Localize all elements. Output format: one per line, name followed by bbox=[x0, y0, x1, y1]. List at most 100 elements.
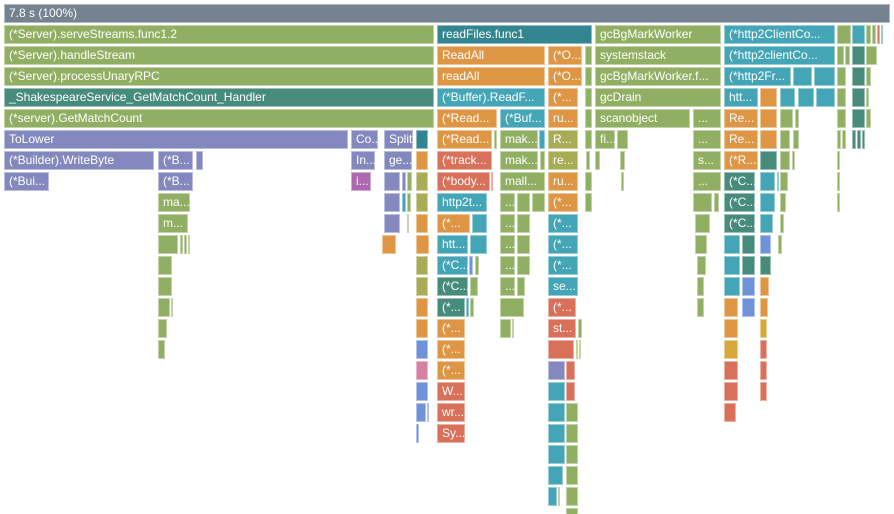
flame-frame[interactable]: (*Server).serveStreams.func1.2 bbox=[4, 25, 434, 44]
flame-frame[interactable] bbox=[742, 277, 755, 296]
flame-frame[interactable]: (*... bbox=[437, 340, 465, 359]
flame-frame[interactable]: (*Server).handleStream bbox=[4, 46, 434, 65]
flame-frame[interactable] bbox=[416, 130, 428, 149]
flame-frame[interactable] bbox=[760, 172, 775, 191]
flame-frame[interactable] bbox=[837, 25, 851, 44]
flame-frame[interactable] bbox=[407, 214, 409, 233]
flame-frame[interactable]: wr... bbox=[437, 403, 465, 422]
flame-frame[interactable] bbox=[548, 340, 574, 359]
flame-frame[interactable] bbox=[693, 193, 712, 212]
flame-frame[interactable] bbox=[697, 277, 704, 296]
flame-frame[interactable] bbox=[842, 130, 846, 149]
flame-frame[interactable]: (*Read... bbox=[437, 109, 497, 128]
flame-frame[interactable]: ru... bbox=[548, 109, 578, 128]
flame-frame[interactable] bbox=[416, 172, 428, 191]
flame-frame[interactable]: (*C... bbox=[724, 193, 755, 212]
flame-frame[interactable] bbox=[585, 67, 592, 86]
flame-frame[interactable]: Re... bbox=[724, 109, 758, 128]
flame-frame[interactable]: fi... bbox=[595, 130, 615, 149]
flame-frame[interactable] bbox=[857, 130, 861, 149]
flame-frame[interactable] bbox=[517, 256, 530, 275]
flame-frame[interactable] bbox=[837, 172, 840, 191]
flame-frame[interactable]: ma... bbox=[158, 193, 190, 212]
flame-frame[interactable]: R... bbox=[548, 130, 578, 149]
flame-frame[interactable]: htt... bbox=[437, 235, 468, 254]
flame-frame[interactable] bbox=[778, 235, 782, 254]
flame-frame[interactable] bbox=[416, 319, 428, 338]
flame-frame[interactable]: s... bbox=[693, 151, 721, 170]
flame-frame[interactable]: ReadAll bbox=[437, 46, 545, 65]
flame-frame[interactable] bbox=[742, 298, 755, 317]
flame-frame[interactable] bbox=[742, 235, 755, 254]
flame-frame[interactable] bbox=[780, 214, 784, 233]
flame-frame[interactable] bbox=[837, 193, 840, 212]
flame-frame[interactable] bbox=[793, 130, 799, 149]
flame-frame[interactable] bbox=[814, 67, 835, 86]
flame-frame[interactable] bbox=[760, 361, 767, 380]
flame-frame[interactable] bbox=[760, 340, 767, 359]
flame-frame[interactable] bbox=[837, 151, 840, 170]
flame-frame[interactable] bbox=[777, 172, 779, 191]
flame-frame[interactable] bbox=[180, 235, 183, 254]
flame-frame[interactable] bbox=[576, 340, 578, 359]
flame-frame[interactable]: ru... bbox=[548, 172, 578, 191]
flame-frame[interactable]: mall... bbox=[500, 172, 545, 191]
flame-frame[interactable]: (*... bbox=[437, 214, 470, 233]
flame-frame[interactable] bbox=[724, 403, 736, 422]
flame-frame[interactable] bbox=[760, 151, 777, 170]
flame-frame[interactable] bbox=[566, 487, 578, 506]
flame-frame[interactable]: http2t... bbox=[437, 193, 487, 212]
flame-frame[interactable]: (*track... bbox=[437, 151, 492, 170]
flame-frame[interactable] bbox=[837, 130, 841, 149]
flame-frame[interactable] bbox=[470, 235, 487, 254]
flame-frame[interactable]: (*... bbox=[437, 298, 465, 317]
flame-frame[interactable] bbox=[158, 340, 165, 359]
flame-frame[interactable] bbox=[566, 382, 575, 401]
flame-frame[interactable] bbox=[491, 172, 493, 191]
flame-frame[interactable] bbox=[877, 25, 880, 44]
flame-frame[interactable] bbox=[402, 172, 406, 191]
flame-frame[interactable] bbox=[416, 277, 428, 296]
flame-frame[interactable]: Sy... bbox=[437, 424, 465, 443]
flame-frame[interactable] bbox=[780, 130, 790, 149]
flame-frame[interactable]: ToLower bbox=[4, 130, 348, 149]
flame-frame[interactable] bbox=[158, 256, 172, 275]
flame-frame[interactable]: ... bbox=[693, 130, 721, 149]
flame-frame[interactable]: i... bbox=[351, 172, 371, 191]
flame-frame[interactable] bbox=[171, 298, 173, 317]
flame-frame[interactable] bbox=[517, 193, 530, 212]
flame-frame[interactable] bbox=[866, 67, 871, 86]
flame-frame[interactable]: ... bbox=[500, 193, 515, 212]
flame-frame[interactable] bbox=[866, 25, 871, 44]
flame-frame[interactable]: ge... bbox=[384, 151, 412, 170]
flame-frame[interactable]: ... bbox=[693, 172, 721, 191]
flame-frame[interactable]: re... bbox=[548, 151, 578, 170]
flame-frame[interactable] bbox=[416, 298, 428, 317]
flame-frame[interactable]: In... bbox=[351, 151, 375, 170]
flame-frame[interactable]: (*Read... bbox=[437, 130, 492, 149]
flame-frame[interactable]: gcBgMarkWorker bbox=[595, 25, 721, 44]
flame-root-frame[interactable]: 7.8 s (100%) bbox=[4, 4, 890, 23]
flame-frame[interactable]: (*... bbox=[548, 88, 578, 107]
flame-frame[interactable] bbox=[872, 25, 876, 44]
flame-frame[interactable] bbox=[793, 67, 812, 86]
flame-frame[interactable] bbox=[188, 235, 190, 254]
flame-frame[interactable] bbox=[416, 151, 428, 170]
flame-frame[interactable] bbox=[585, 172, 592, 191]
flame-frame[interactable] bbox=[470, 277, 478, 296]
flame-frame[interactable] bbox=[517, 277, 525, 296]
flame-frame[interactable] bbox=[866, 109, 871, 128]
flame-frame[interactable] bbox=[427, 403, 429, 422]
flame-frame[interactable] bbox=[724, 340, 738, 359]
flame-frame[interactable]: (*B... bbox=[158, 172, 193, 191]
flame-frame[interactable] bbox=[469, 256, 473, 275]
flame-frame[interactable] bbox=[845, 46, 850, 65]
flame-frame[interactable] bbox=[384, 193, 400, 212]
flame-frame[interactable]: (*Bui... bbox=[4, 172, 49, 191]
flame-frame[interactable] bbox=[585, 130, 592, 149]
flame-frame[interactable] bbox=[566, 466, 578, 485]
flame-frame[interactable]: W... bbox=[437, 382, 465, 401]
flame-frame[interactable] bbox=[866, 46, 877, 65]
flame-frame[interactable]: (*O... bbox=[548, 46, 582, 65]
flame-frame[interactable] bbox=[548, 424, 565, 443]
